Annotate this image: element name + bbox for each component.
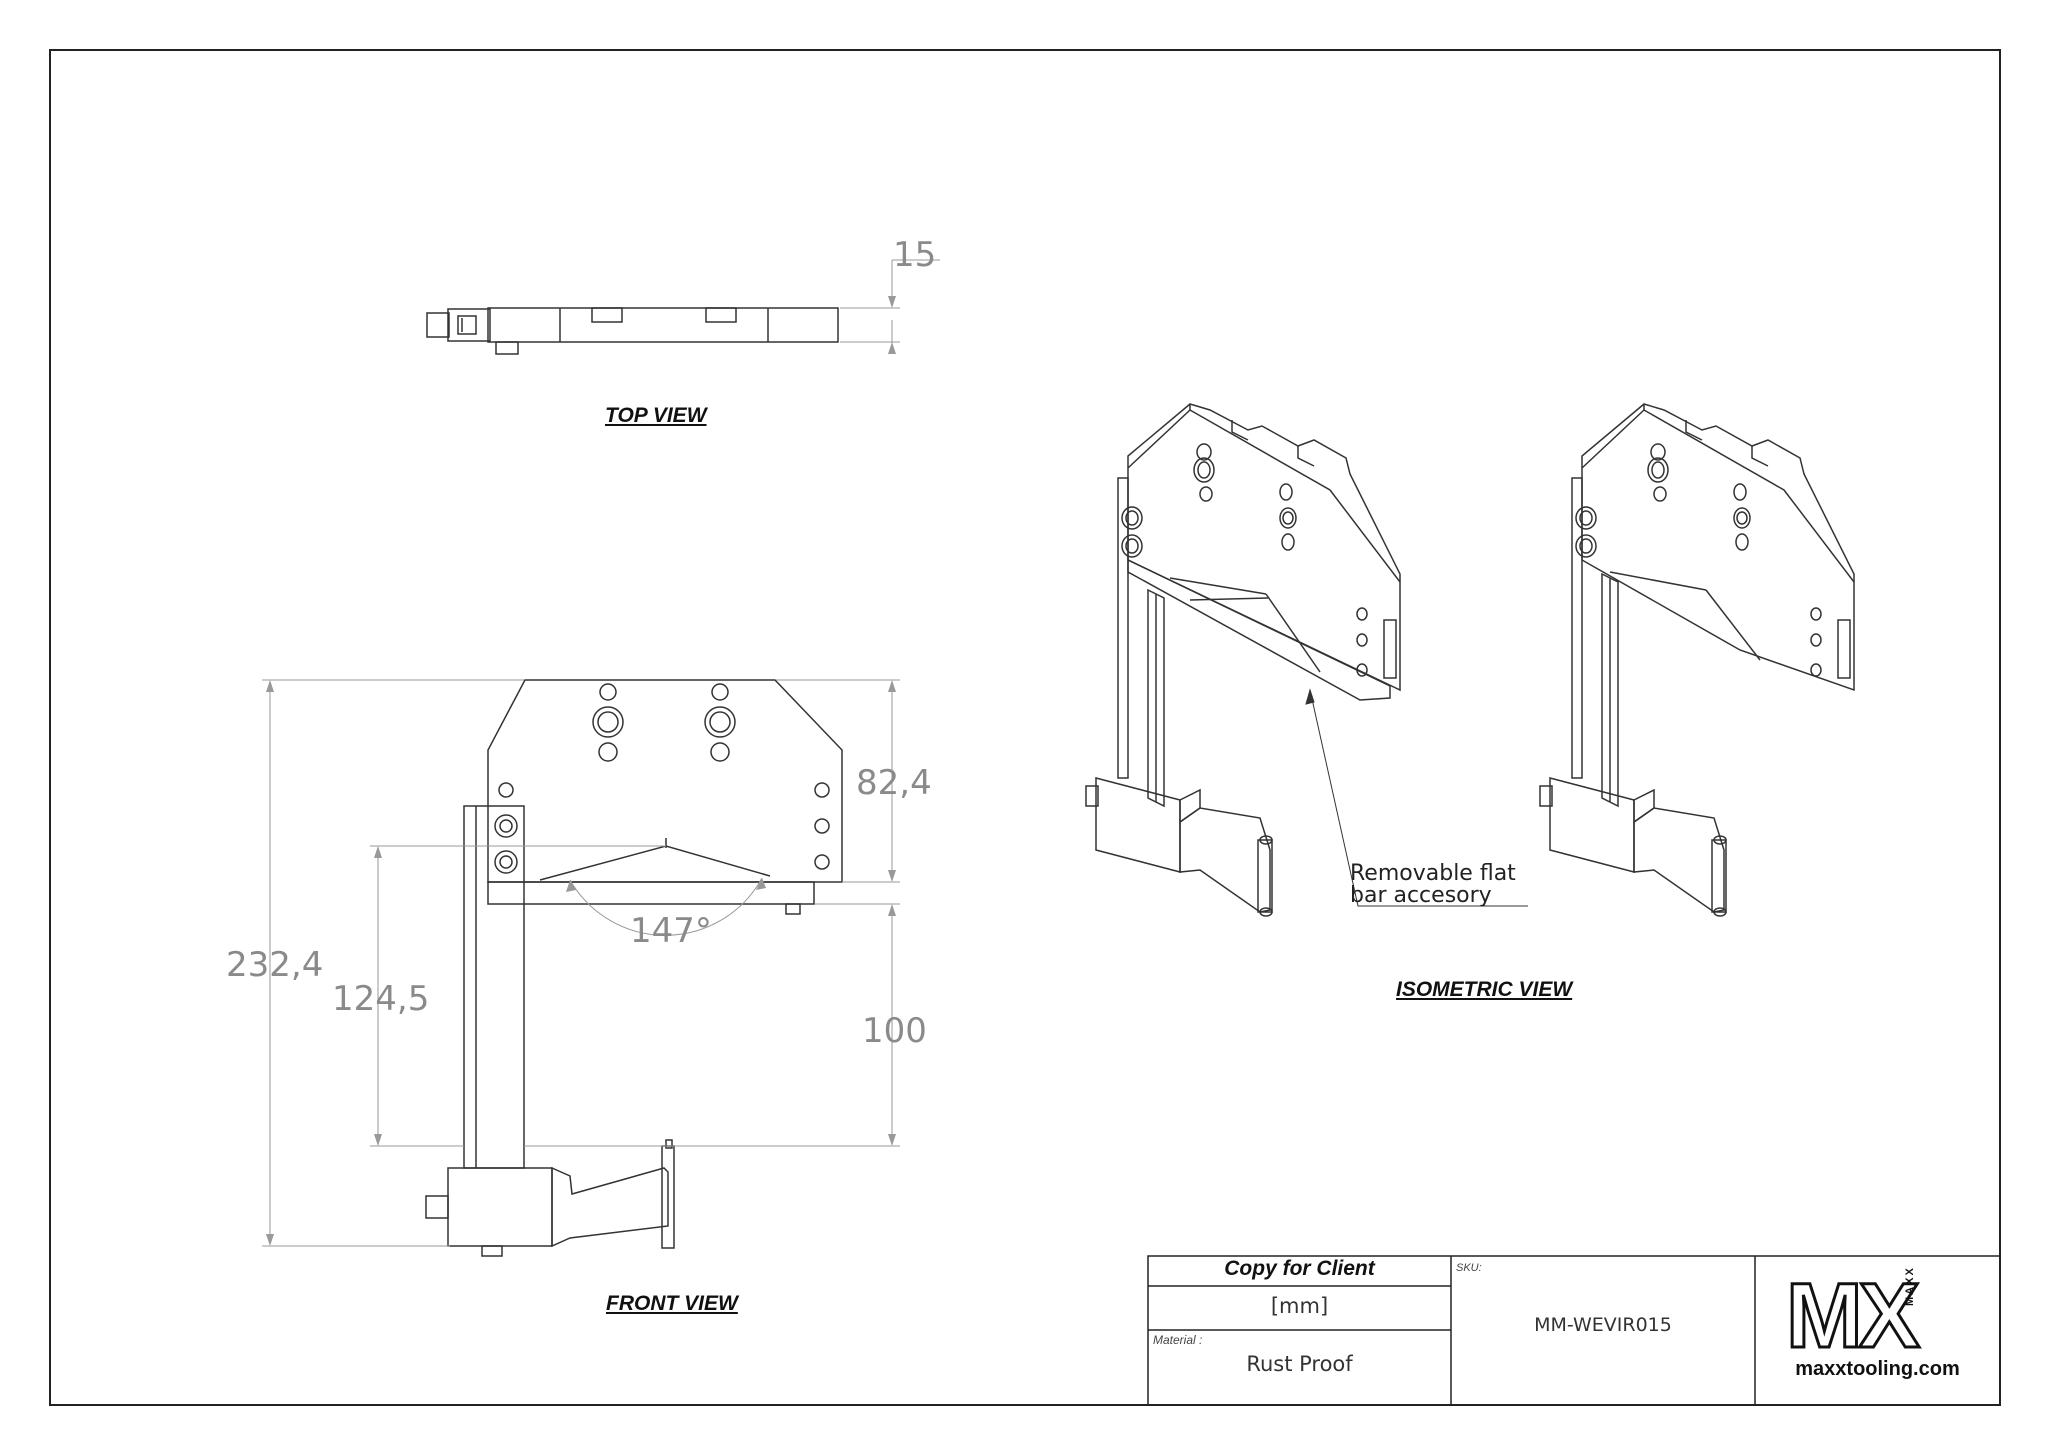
title-block bbox=[1147, 1255, 2001, 1406]
angle-arc bbox=[566, 877, 766, 936]
dim-inner-height: 124,5 bbox=[332, 979, 429, 1019]
sku-value: MM-WEVIR015 bbox=[1534, 1314, 1672, 1336]
isometric-view-without-flat-bar bbox=[1539, 403, 1855, 917]
copy-for-client-label: Copy for Client bbox=[1224, 1257, 1375, 1280]
dim-angle: 147° bbox=[630, 911, 712, 951]
logo-vertical-text: MAXX bbox=[1904, 1266, 1916, 1306]
sheet-border bbox=[49, 49, 2001, 1406]
front-view-drawing bbox=[425, 679, 843, 1257]
dim-top-thickness: 15 bbox=[893, 235, 936, 275]
top-view-drawing bbox=[426, 259, 940, 355]
front-dimension-lines bbox=[262, 679, 900, 1247]
material-value: Rust Proof bbox=[1246, 1352, 1353, 1376]
material-label: Material : bbox=[1153, 1333, 1203, 1347]
callout-line-2: bar accesory bbox=[1350, 883, 1492, 908]
isometric-view-label: ISOMETRIC VIEW bbox=[1396, 978, 1573, 1001]
dim-column-height: 100 bbox=[862, 1011, 927, 1051]
dim-plate-height: 82,4 bbox=[856, 763, 932, 803]
callout-line-1: Removable flat bbox=[1350, 861, 1516, 886]
callout-leader bbox=[1305, 688, 1528, 907]
units-label: [mm] bbox=[1270, 1294, 1329, 1318]
front-view-label: FRONT VIEW bbox=[606, 1292, 738, 1315]
front-dimension-arrows bbox=[266, 680, 896, 1246]
top-view-label: TOP VIEW bbox=[605, 404, 707, 427]
dim-overall-height: 232,4 bbox=[226, 945, 323, 985]
logo-letters: MX bbox=[1785, 1264, 1922, 1369]
isometric-view-with-flat-bar bbox=[1085, 403, 1401, 917]
maxx-logo: MX MAXX bbox=[1785, 1264, 1966, 1369]
sku-label: SKU: bbox=[1456, 1262, 1482, 1274]
website-label: maxxtooling.com bbox=[1795, 1358, 1960, 1380]
